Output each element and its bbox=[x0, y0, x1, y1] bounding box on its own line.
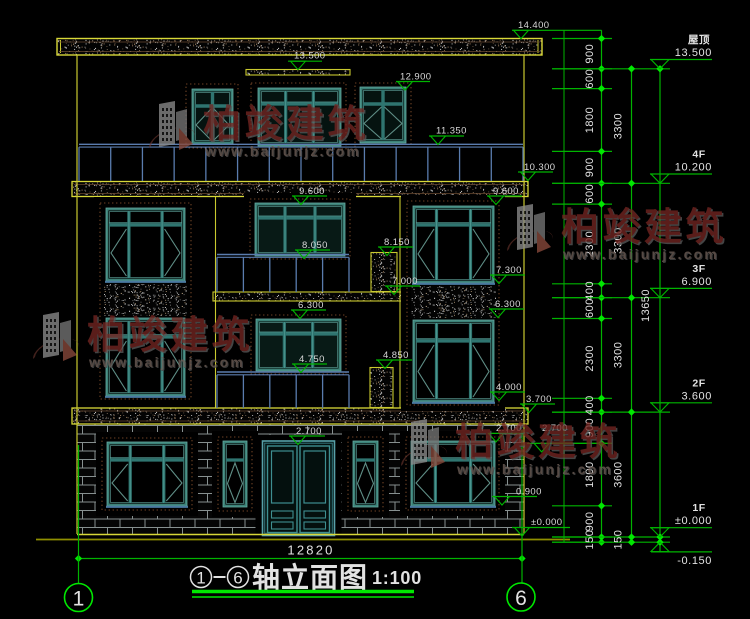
svg-text:6: 6 bbox=[515, 587, 527, 610]
svg-text:12820: 12820 bbox=[287, 543, 334, 558]
svg-text:柏竣建筑: 柏竣建筑 bbox=[203, 104, 369, 146]
svg-text:400: 400 bbox=[584, 395, 596, 415]
svg-text:7.300: 7.300 bbox=[496, 265, 522, 276]
svg-text:12.900: 12.900 bbox=[400, 72, 431, 83]
svg-text:600: 600 bbox=[584, 69, 596, 89]
svg-text:1:100: 1:100 bbox=[372, 568, 422, 588]
svg-text:900: 900 bbox=[584, 511, 596, 531]
svg-text:2.700: 2.700 bbox=[296, 426, 322, 437]
svg-text:14.400: 14.400 bbox=[518, 20, 549, 31]
svg-text:2.700: 2.700 bbox=[542, 423, 568, 434]
svg-text:www.baijunjz.com: www.baijunjz.com bbox=[563, 247, 720, 263]
svg-text:600: 600 bbox=[584, 298, 596, 318]
svg-text:1F: 1F bbox=[692, 502, 705, 514]
svg-text:柏竣建筑: 柏竣建筑 bbox=[457, 424, 623, 466]
svg-text:10.300: 10.300 bbox=[524, 162, 555, 173]
svg-text:11.350: 11.350 bbox=[436, 126, 467, 137]
svg-text:13650: 13650 bbox=[640, 289, 652, 322]
svg-text:www.baijunjz.com: www.baijunjz.com bbox=[457, 462, 614, 478]
svg-text:3.700: 3.700 bbox=[526, 394, 552, 405]
svg-text:-0.150: -0.150 bbox=[677, 555, 712, 567]
svg-text:轴立面图: 轴立面图 bbox=[252, 561, 368, 593]
svg-text:柏竣建筑: 柏竣建筑 bbox=[455, 422, 621, 464]
svg-text:6.300: 6.300 bbox=[495, 299, 521, 310]
svg-text:900: 900 bbox=[584, 157, 596, 177]
svg-text:6.300: 6.300 bbox=[298, 300, 324, 311]
svg-text:8.150: 8.150 bbox=[384, 237, 410, 248]
svg-text:1800: 1800 bbox=[584, 461, 596, 487]
svg-text:600: 600 bbox=[584, 184, 596, 204]
svg-text:柏竣建筑: 柏竣建筑 bbox=[87, 315, 253, 357]
svg-text:10.200: 10.200 bbox=[675, 162, 712, 174]
svg-text:900: 900 bbox=[584, 418, 596, 438]
svg-text:1: 1 bbox=[196, 569, 205, 588]
svg-text:www.baijunjz.com: www.baijunjz.com bbox=[88, 354, 245, 370]
svg-text:柏竣建筑: 柏竣建筑 bbox=[89, 317, 255, 359]
svg-text:0.900: 0.900 bbox=[516, 487, 542, 498]
svg-text:3F: 3F bbox=[692, 263, 705, 275]
svg-text:6.900: 6.900 bbox=[681, 276, 712, 288]
svg-text:400: 400 bbox=[584, 281, 596, 301]
svg-text:2.700: 2.700 bbox=[496, 423, 522, 434]
svg-text:8.050: 8.050 bbox=[302, 240, 328, 251]
svg-text:柏竣建筑: 柏竣建筑 bbox=[561, 207, 727, 249]
svg-text:±0.000: ±0.000 bbox=[675, 515, 712, 527]
svg-text:13.500: 13.500 bbox=[675, 47, 712, 59]
svg-text:150: 150 bbox=[584, 530, 596, 550]
svg-text:4F: 4F bbox=[692, 149, 705, 161]
svg-text:www.baijunjz.com: www.baijunjz.com bbox=[204, 143, 361, 159]
svg-text:3300: 3300 bbox=[613, 227, 625, 253]
svg-text:www.baijunjz.com: www.baijunjz.com bbox=[562, 246, 719, 262]
svg-text:7.000: 7.000 bbox=[392, 276, 418, 287]
svg-text:3300: 3300 bbox=[613, 342, 625, 368]
svg-text:900: 900 bbox=[584, 44, 596, 64]
svg-text:1800: 1800 bbox=[584, 107, 596, 133]
svg-text:4.750: 4.750 bbox=[299, 354, 325, 365]
svg-text:柏竣建筑: 柏竣建筑 bbox=[205, 106, 371, 148]
svg-text:1: 1 bbox=[73, 588, 85, 611]
svg-text:www.baijunjz.com: www.baijunjz.com bbox=[89, 355, 246, 371]
svg-text:3600: 3600 bbox=[613, 461, 625, 487]
svg-text:2300: 2300 bbox=[584, 345, 596, 371]
svg-text:3300: 3300 bbox=[613, 113, 625, 139]
svg-text:9.600: 9.600 bbox=[299, 186, 325, 197]
svg-text:柏竣建筑: 柏竣建筑 bbox=[563, 209, 729, 251]
svg-text:屋顶: 屋顶 bbox=[688, 34, 710, 46]
svg-text:150: 150 bbox=[613, 530, 625, 550]
svg-text:13.500: 13.500 bbox=[294, 51, 325, 62]
svg-text:4.850: 4.850 bbox=[383, 350, 409, 361]
svg-text:3.600: 3.600 bbox=[681, 390, 712, 402]
svg-text:www.baijunjz.com: www.baijunjz.com bbox=[456, 461, 613, 477]
svg-text:2300: 2300 bbox=[584, 231, 596, 257]
svg-text:www.baijunjz.com: www.baijunjz.com bbox=[205, 144, 362, 160]
svg-text:±0.000: ±0.000 bbox=[531, 517, 562, 528]
svg-text:2F: 2F bbox=[692, 377, 705, 389]
svg-text:4.000: 4.000 bbox=[496, 382, 522, 393]
svg-text:6: 6 bbox=[233, 569, 242, 588]
svg-text:9.600: 9.600 bbox=[493, 186, 519, 197]
